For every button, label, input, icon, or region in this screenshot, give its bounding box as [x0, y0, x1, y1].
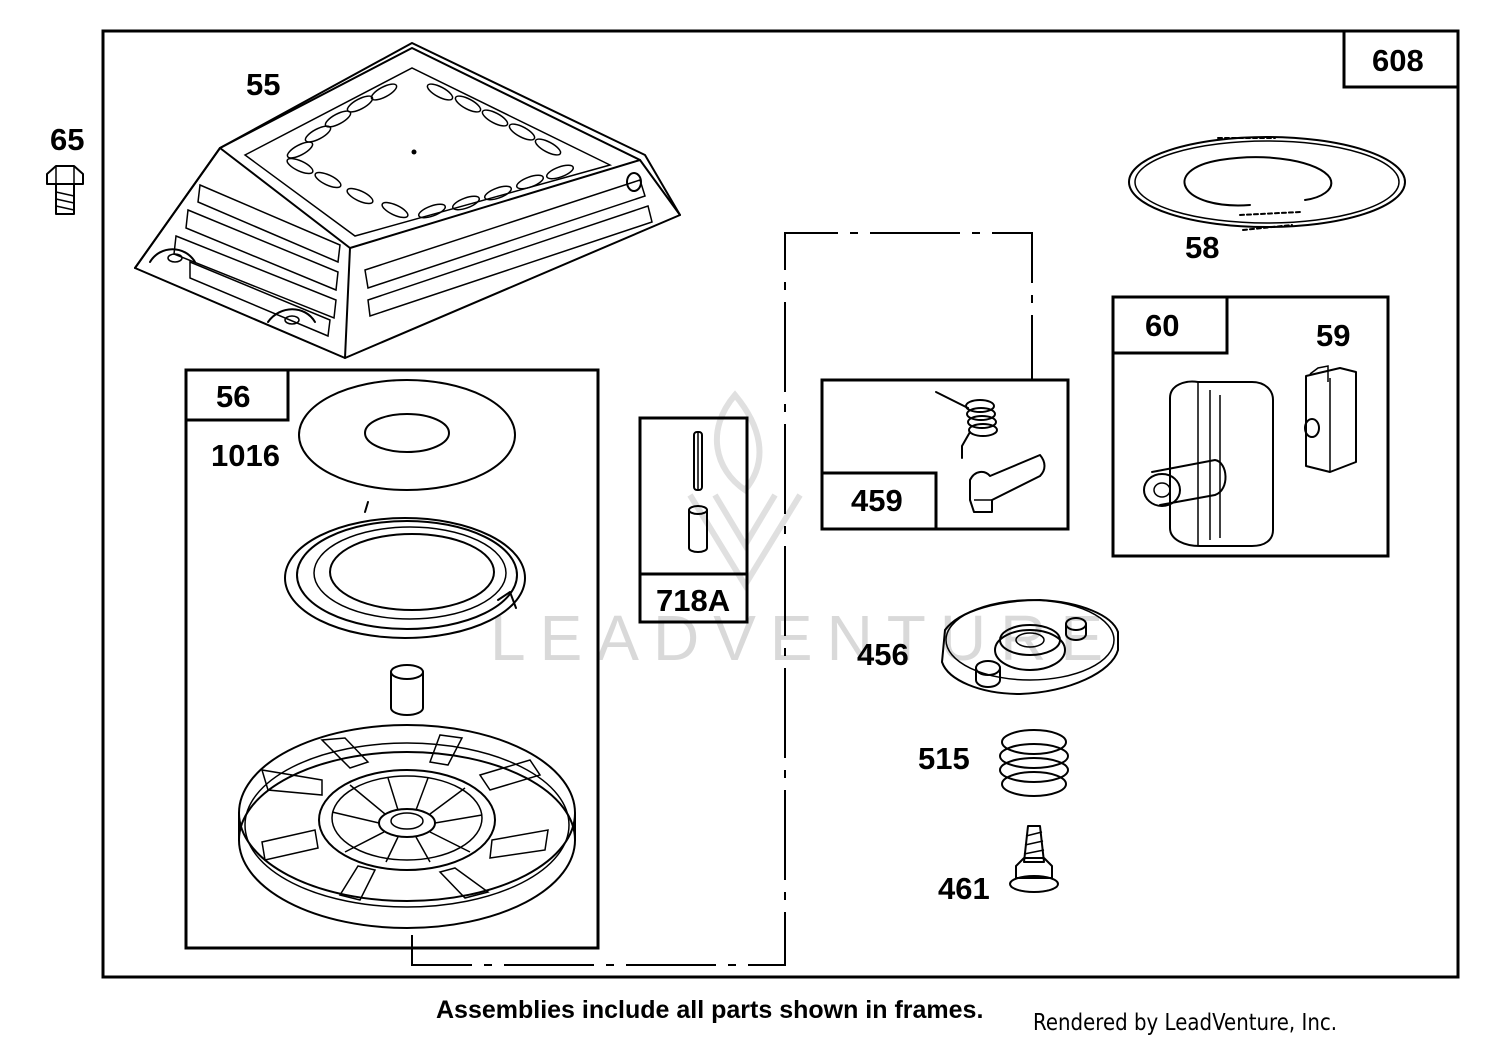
part-55-blower-housing-icon	[134, 42, 681, 359]
part-459-torsion-spring-icon	[935, 391, 998, 459]
part-515-spring-icon	[999, 729, 1069, 797]
part-label-65: 65	[50, 122, 84, 157]
pulley-pin-icon	[390, 664, 424, 716]
assembly-frame-459	[820, 378, 1070, 531]
part-label-1016: 1016	[211, 438, 280, 473]
assembly-connector-line	[411, 232, 1033, 966]
part-label-718a: 718A	[656, 583, 730, 618]
watermark: LEADVENTURE	[490, 390, 1117, 674]
part-1016-washer-icon	[298, 379, 516, 491]
assemblies-note: Assemblies include all parts shown in fr…	[436, 996, 984, 1024]
part-label-58: 58	[1185, 230, 1219, 265]
starter-pulley-icon	[238, 724, 576, 929]
assembly-frame-56	[184, 368, 600, 950]
part-718a-roll-pin-icon	[693, 431, 703, 491]
part-label-515: 515	[918, 741, 970, 776]
assembly-frame-608: 608	[101, 29, 1460, 979]
part-label-456: 456	[857, 637, 909, 672]
part-label-55: 55	[246, 67, 280, 102]
part-58-starter-rope-icon	[1128, 136, 1406, 231]
watermark-logo-icon	[687, 390, 803, 591]
part-label-459: 459	[851, 483, 903, 518]
assembly-frame-718a	[638, 416, 749, 624]
part-label-59: 59	[1316, 318, 1350, 353]
part-456-retainer-icon	[941, 599, 1119, 695]
watermark-text: LEADVENTURE	[490, 602, 1117, 674]
part-label-56: 56	[216, 379, 250, 414]
part-label-461: 461	[938, 871, 990, 906]
part-459-dog-icon	[969, 454, 1046, 513]
part-461-screw-icon	[1009, 825, 1059, 893]
part-718a-dowel-pin-icon	[688, 505, 708, 553]
assembly-frame-60	[1111, 295, 1390, 558]
part-label-608: 608	[1372, 43, 1424, 78]
render-credit: Rendered by LeadVenture, Inc.	[1033, 1010, 1338, 1036]
part-59-handle-insert-icon	[1304, 365, 1357, 473]
part-label-60: 60	[1145, 308, 1179, 343]
part-65-bolt-icon	[46, 165, 84, 215]
part-60-starter-handle-icon	[1143, 380, 1274, 547]
rewind-spring-icon	[284, 501, 526, 639]
